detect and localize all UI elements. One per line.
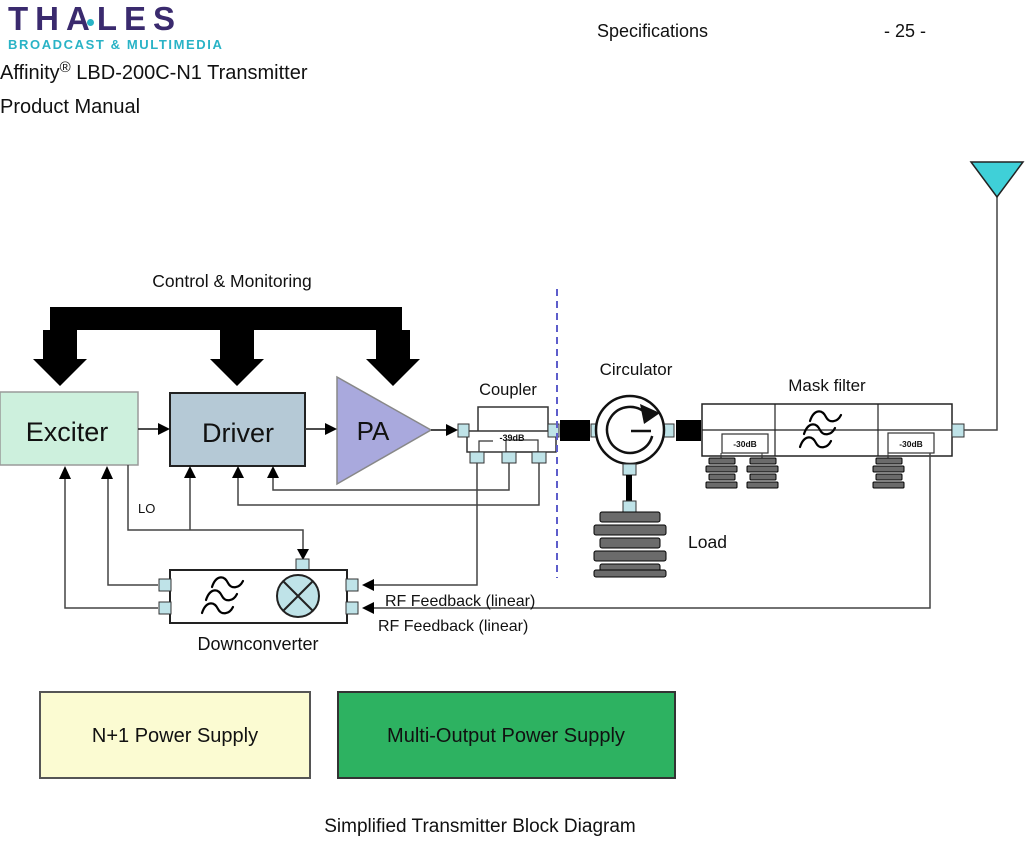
coupler-block <box>457 406 560 464</box>
mixer-icon <box>276 574 320 618</box>
downconverter-label: Downconverter <box>197 634 318 654</box>
antenna-feed-line <box>964 196 998 431</box>
load-label: Load <box>688 532 727 552</box>
lo-label: LO <box>138 501 155 516</box>
rf-feedback-top-label: RF Feedback (linear) <box>385 593 535 610</box>
circulator-rotation-icon <box>590 394 675 466</box>
pa-label: PA <box>357 416 390 446</box>
page-number: - 25 - <box>884 21 927 41</box>
control-monitoring-label: Control & Monitoring <box>152 271 312 291</box>
coupler-port-out <box>547 423 560 438</box>
dummy-load-icon <box>705 457 905 489</box>
rf-feedback-bottom-label: RF Feedback (linear) <box>378 618 528 635</box>
driver-label: Driver <box>202 418 274 448</box>
wire-lines <box>64 453 931 609</box>
coupler-tap-port <box>501 451 517 464</box>
coupler-tap-port <box>531 451 547 464</box>
registered-mark: ® <box>59 59 71 76</box>
driver-block <box>169 392 306 467</box>
exciter-label: Exciter <box>26 417 109 447</box>
header-section-label: Specifications <box>597 21 709 41</box>
filter-wave-icon <box>798 410 843 449</box>
rf-flange-icon <box>560 420 701 441</box>
exciter-block <box>0 391 139 466</box>
coupler-tap-port <box>469 451 485 464</box>
logo-brand-text: THALES <box>8 0 182 37</box>
filter-wave-icon <box>200 576 245 615</box>
mask-filter-label: Mask filter <box>788 376 866 395</box>
n1-power-supply-block <box>39 691 311 779</box>
n1-power-supply-label: N+1 Power Supply <box>92 725 258 747</box>
multi-output-power-supply-label: Multi-Output Power Supply <box>387 725 625 747</box>
diagram-caption: Simplified Transmitter Block Diagram <box>324 816 635 837</box>
mask-filter-block <box>701 403 965 458</box>
page-title: Affinity® LBD-200C-N1 Transmitter <box>0 59 307 85</box>
dummy-load-icon <box>593 511 667 578</box>
signal-flow-arrow-icon <box>138 423 458 436</box>
product-name: Affinity <box>0 62 60 84</box>
coupler-label: Coupler <box>479 381 537 399</box>
page-subtitle: Product Manual <box>0 96 141 118</box>
wire-arrowhead-icon <box>59 466 374 614</box>
coupler-attenuation-label: -39dB <box>499 433 525 443</box>
antenna-icon <box>969 161 1025 199</box>
mask-filter-port-out <box>951 423 965 438</box>
thales-logo: THALES BROADCAST & MULTIMEDIA <box>8 2 224 52</box>
load-branch <box>622 463 637 513</box>
mask-filter-tap-left-label: -30dB <box>733 439 757 449</box>
pa-amplifier-icon <box>336 375 433 486</box>
circulator-label: Circulator <box>600 360 673 379</box>
multi-output-power-supply-block <box>337 691 676 779</box>
logo-a-dot-icon <box>87 19 94 26</box>
product-rest: LBD-200C-N1 Transmitter <box>70 62 308 84</box>
logo-tagline: BROADCAST & MULTIMEDIA <box>8 37 224 52</box>
mask-filter-tap-right-label: -30dB <box>899 439 923 449</box>
coupler-port-in <box>457 423 470 438</box>
downconverter-block <box>158 558 359 624</box>
control-bus-arrow-icon <box>33 307 420 386</box>
